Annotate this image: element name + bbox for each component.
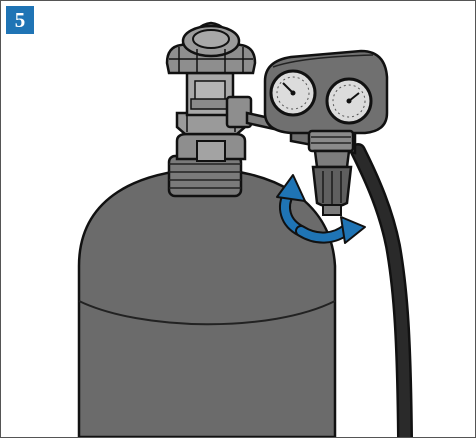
step-number-badge: 5: [6, 6, 34, 34]
cylinder-valve: [167, 23, 255, 161]
pressure-gauge-left: [271, 71, 315, 115]
adjustment-knob: [313, 151, 351, 215]
pressure-gauge-right: [327, 79, 371, 123]
pressure-regulator: [265, 51, 387, 151]
